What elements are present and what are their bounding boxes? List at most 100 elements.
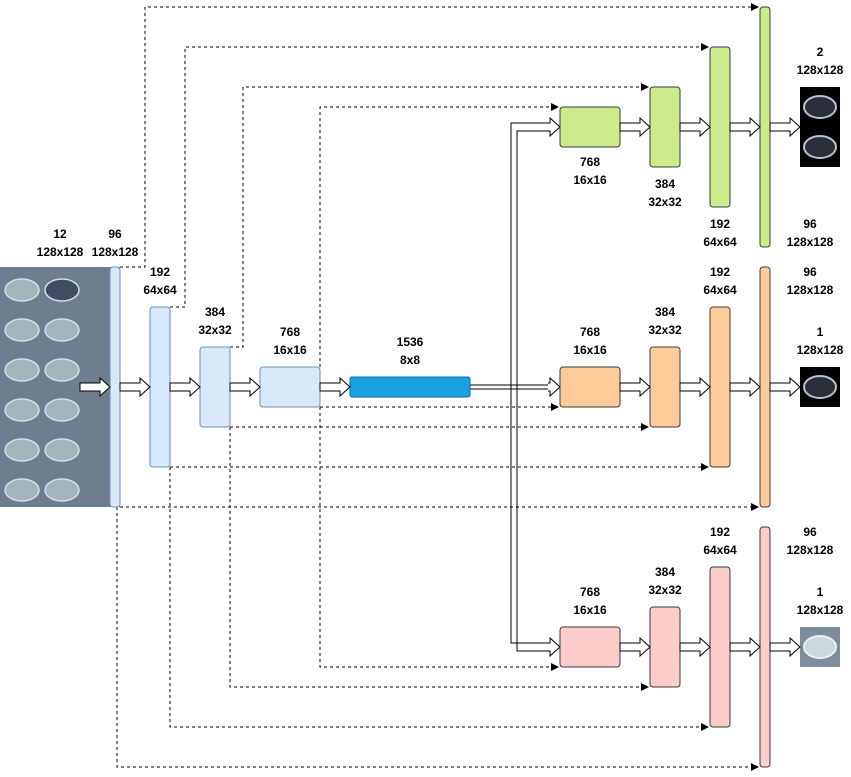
skip-enc1-pink xyxy=(116,507,759,771)
skip-connections xyxy=(116,3,759,771)
arrow-pink-3-4 xyxy=(729,636,761,658)
arrow-enc2-enc3 xyxy=(169,376,201,398)
decoder-pink-2-label-channels: 384 xyxy=(655,565,675,579)
input-slice xyxy=(4,438,40,462)
decoder-pink-1-label-channels: 768 xyxy=(580,585,600,599)
decoder-green-output-label-size: 128x128 xyxy=(797,63,844,77)
output-slice xyxy=(803,135,837,159)
arrow-green-output xyxy=(769,116,801,138)
encoder-block-4 xyxy=(259,366,321,408)
arrow-pink-output xyxy=(769,636,801,658)
decoder-green-4-label-channels: 96 xyxy=(803,217,817,231)
input-slice xyxy=(4,278,40,302)
encoder-3-label-size: 32x32 xyxy=(198,323,232,337)
encoder-4-label-channels: 768 xyxy=(280,325,300,339)
arrow-green-3-4 xyxy=(729,116,761,138)
arrow-input-enc1 xyxy=(79,376,111,398)
bottleneck-label-channels: 1536 xyxy=(397,335,424,349)
decoder-pink-block-3 xyxy=(709,566,731,728)
decoder-pink-4-label-size: 128x128 xyxy=(787,543,834,557)
skip-enc3-pink xyxy=(229,427,649,691)
decoder-green-output-label-channels: 2 xyxy=(817,45,824,59)
output-slice xyxy=(803,635,837,659)
arrow-enc4-bottleneck xyxy=(319,376,351,398)
decoder-green-1-label-size: 16x16 xyxy=(573,173,607,187)
arrow-orange-output xyxy=(769,376,801,398)
decoder-orange-output-label-size: 128x128 xyxy=(797,343,844,357)
arrow-green-1-2 xyxy=(619,116,651,138)
decoder-green-3-label-size: 64x64 xyxy=(703,235,737,249)
decoder-pink-1-label-size: 16x16 xyxy=(573,603,607,617)
skip-enc3-green xyxy=(230,83,649,348)
trunk-line-outer xyxy=(470,122,550,644)
input-slice xyxy=(44,318,80,342)
trunk-arrowhead-orange xyxy=(548,376,561,398)
decoder-pink-3-label-size: 64x64 xyxy=(703,543,737,557)
decoder-orange-block-1 xyxy=(559,366,621,408)
encoder-block-1 xyxy=(109,266,121,508)
arrow-pink-2-3 xyxy=(679,636,711,658)
decoder-orange-block-2 xyxy=(649,346,681,428)
decoder-green-4-label-size: 128x128 xyxy=(787,235,834,249)
encoder-4-label-size: 16x16 xyxy=(273,343,307,357)
decoder-orange-1-label-channels: 768 xyxy=(580,325,600,339)
decoder-orange-block-3 xyxy=(709,306,731,468)
arrow-orange-2-3 xyxy=(679,376,711,398)
decoder-pink-4-label-channels: 96 xyxy=(803,525,817,539)
input-slice xyxy=(44,278,80,302)
skip-enc2-pink xyxy=(169,467,709,731)
decoder-orange-4-label-size: 128x128 xyxy=(787,283,834,297)
decoder-orange-4-label-channels: 96 xyxy=(803,265,817,279)
encoder-2-label-channels: 192 xyxy=(150,265,170,279)
decoder-pink-block-2 xyxy=(649,606,681,688)
decoder-orange-output-label-channels: 1 xyxy=(817,325,824,339)
decoder-green-2-label-channels: 384 xyxy=(655,177,675,191)
skip-enc1-green xyxy=(120,3,759,268)
trunk-arrowhead-pink xyxy=(548,636,561,658)
decoder-green-1-label-channels: 768 xyxy=(580,155,600,169)
input-label-channels: 12 xyxy=(53,227,67,241)
decoder-orange-2-label-channels: 384 xyxy=(655,305,675,319)
skip-enc4-pink xyxy=(319,407,559,671)
decoder-pink-output-label-channels: 1 xyxy=(817,585,824,599)
input-slice xyxy=(44,438,80,462)
decoder-green-block-3 xyxy=(709,46,731,208)
block-arrows xyxy=(79,116,801,658)
decoder-green-block-2 xyxy=(649,86,681,168)
bottleneck-block xyxy=(349,376,471,398)
encoder-1-label-size: 128x128 xyxy=(92,245,139,259)
encoder-2-label-size: 64x64 xyxy=(143,283,177,297)
skip-enc4-green xyxy=(319,103,559,367)
decoder-orange-3-label-size: 64x64 xyxy=(703,283,737,297)
decoder-green-2-label-size: 32x32 xyxy=(648,195,682,209)
input-slice xyxy=(4,318,40,342)
trunk-line-inner xyxy=(470,130,550,652)
encoder-block-2 xyxy=(149,306,171,468)
input-slice xyxy=(4,398,40,422)
output-slice xyxy=(803,375,837,399)
decoder-pink-block-1 xyxy=(559,626,621,668)
skip-enc2-green xyxy=(170,43,709,308)
decoder-orange-1-label-size: 16x16 xyxy=(573,343,607,357)
arrow-orange-3-4 xyxy=(729,376,761,398)
decoder-green-block-4 xyxy=(759,6,771,248)
input-slice xyxy=(4,358,40,382)
input-slice xyxy=(44,478,80,502)
decoder-pink-2-label-size: 32x32 xyxy=(648,583,682,597)
decoder-green-block-1 xyxy=(559,106,621,148)
bottleneck-trunk xyxy=(470,116,561,658)
decoder-green-3-label-channels: 192 xyxy=(710,217,730,231)
input-slice xyxy=(44,358,80,382)
arrow-enc3-enc4 xyxy=(229,376,261,398)
input-slice xyxy=(4,478,40,502)
input-slice xyxy=(44,398,80,422)
trunk-arrowhead-green xyxy=(548,116,561,138)
decoder-orange-3-label-channels: 192 xyxy=(710,265,730,279)
encoder-1-label-channels: 96 xyxy=(108,227,122,241)
decoder-orange-2-label-size: 32x32 xyxy=(648,323,682,337)
encoder-block-3 xyxy=(199,346,231,428)
bottleneck-label-size: 8x8 xyxy=(400,353,420,367)
